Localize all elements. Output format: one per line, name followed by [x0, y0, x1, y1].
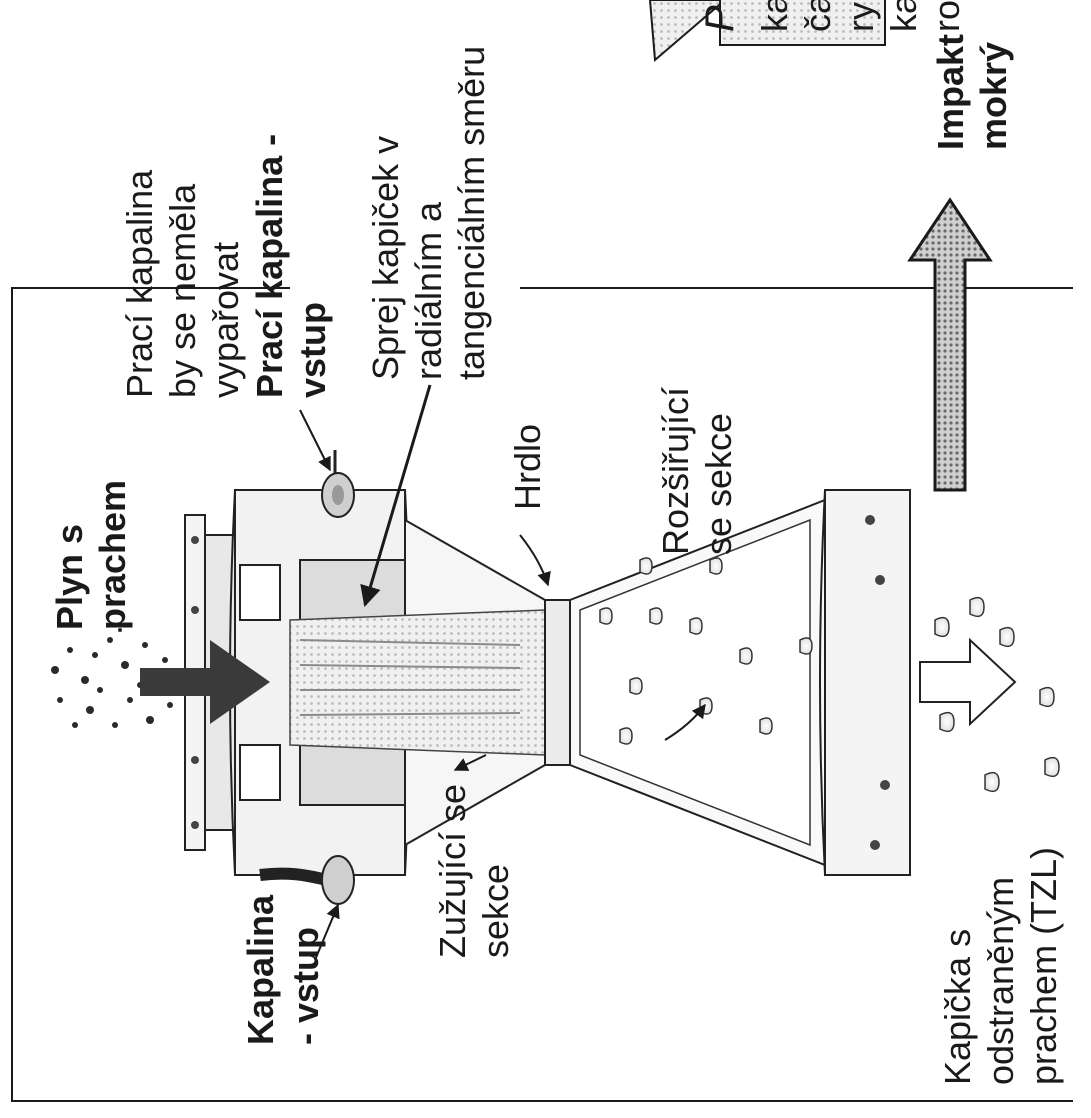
diverging-line-1: Rozšiřující: [655, 387, 696, 555]
text-fragment-5: ro: [926, 0, 967, 32]
spray-line-1: Sprej kapiček v: [365, 136, 406, 380]
text-fragment-4: ka: [883, 0, 924, 32]
label-diverging: Rozšiřující se sekce: [655, 387, 739, 555]
impact-arrow: [900, 195, 1000, 490]
label-spray: Sprej kapiček v radiálním a tangenciální…: [365, 46, 492, 380]
text-fragment-3: ry: [840, 2, 881, 32]
wash-note-line-3: vypařovat: [205, 242, 246, 398]
venturi-body: [185, 450, 910, 904]
impact-fragment-2: mokrý: [973, 42, 1014, 150]
spray-line-2: radiálním a: [408, 201, 449, 380]
wash-note-line-2: by se neměla: [162, 183, 203, 398]
text-fragment-2: ča: [797, 0, 838, 32]
heading-fragment: P: [698, 5, 742, 32]
liquid-inlet-line-1: Kapalina: [240, 894, 281, 1045]
text-fragment-1: ka: [754, 0, 795, 32]
diverging-line-2: se sekce: [698, 413, 739, 555]
label-converging: Zužující se sekce: [432, 784, 516, 958]
label-throat: Hrdlo: [507, 424, 548, 510]
gas-inlet-line-2: prachem: [92, 480, 133, 630]
wash-inlet-line-2: vstup: [292, 302, 333, 398]
wash-note-line-1: Prací kapalina: [119, 169, 160, 398]
label-wash-liquid-note: Prací kapalina by se neměla vypařovat: [119, 169, 246, 398]
spray-line-3: tangenciálním směru: [451, 46, 492, 380]
wash-liquid-nozzle: [322, 450, 354, 517]
outlet-arrow: [920, 640, 1015, 724]
converging-line-1: Zužující se: [432, 784, 473, 958]
outlet-flange: [820, 490, 910, 875]
liquid-inlet-line-2: - vstup: [285, 927, 326, 1045]
label-wash-liquid-inlet: Prací kapalina - vstup: [249, 134, 333, 398]
label-gas-inlet: Plyn s prachem: [49, 480, 133, 630]
droplet-line-1: Kapička s: [937, 929, 978, 1085]
droplet-line-2: odstraněným: [980, 877, 1021, 1085]
throat-section: [545, 600, 570, 765]
impact-fragment-1: Impakt: [930, 34, 971, 150]
converging-line-2: sekce: [475, 864, 516, 958]
label-droplet-out: Kapička s odstraněným prachem (TZL): [937, 847, 1064, 1085]
gas-inlet-line-1: Plyn s: [49, 524, 90, 630]
throat-text: Hrdlo: [507, 424, 548, 510]
wash-inlet-line-1: Prací kapalina -: [249, 134, 290, 398]
label-liquid-inlet: Kapalina - vstup: [240, 894, 326, 1045]
droplet-line-3: prachem (TZL): [1023, 847, 1064, 1085]
